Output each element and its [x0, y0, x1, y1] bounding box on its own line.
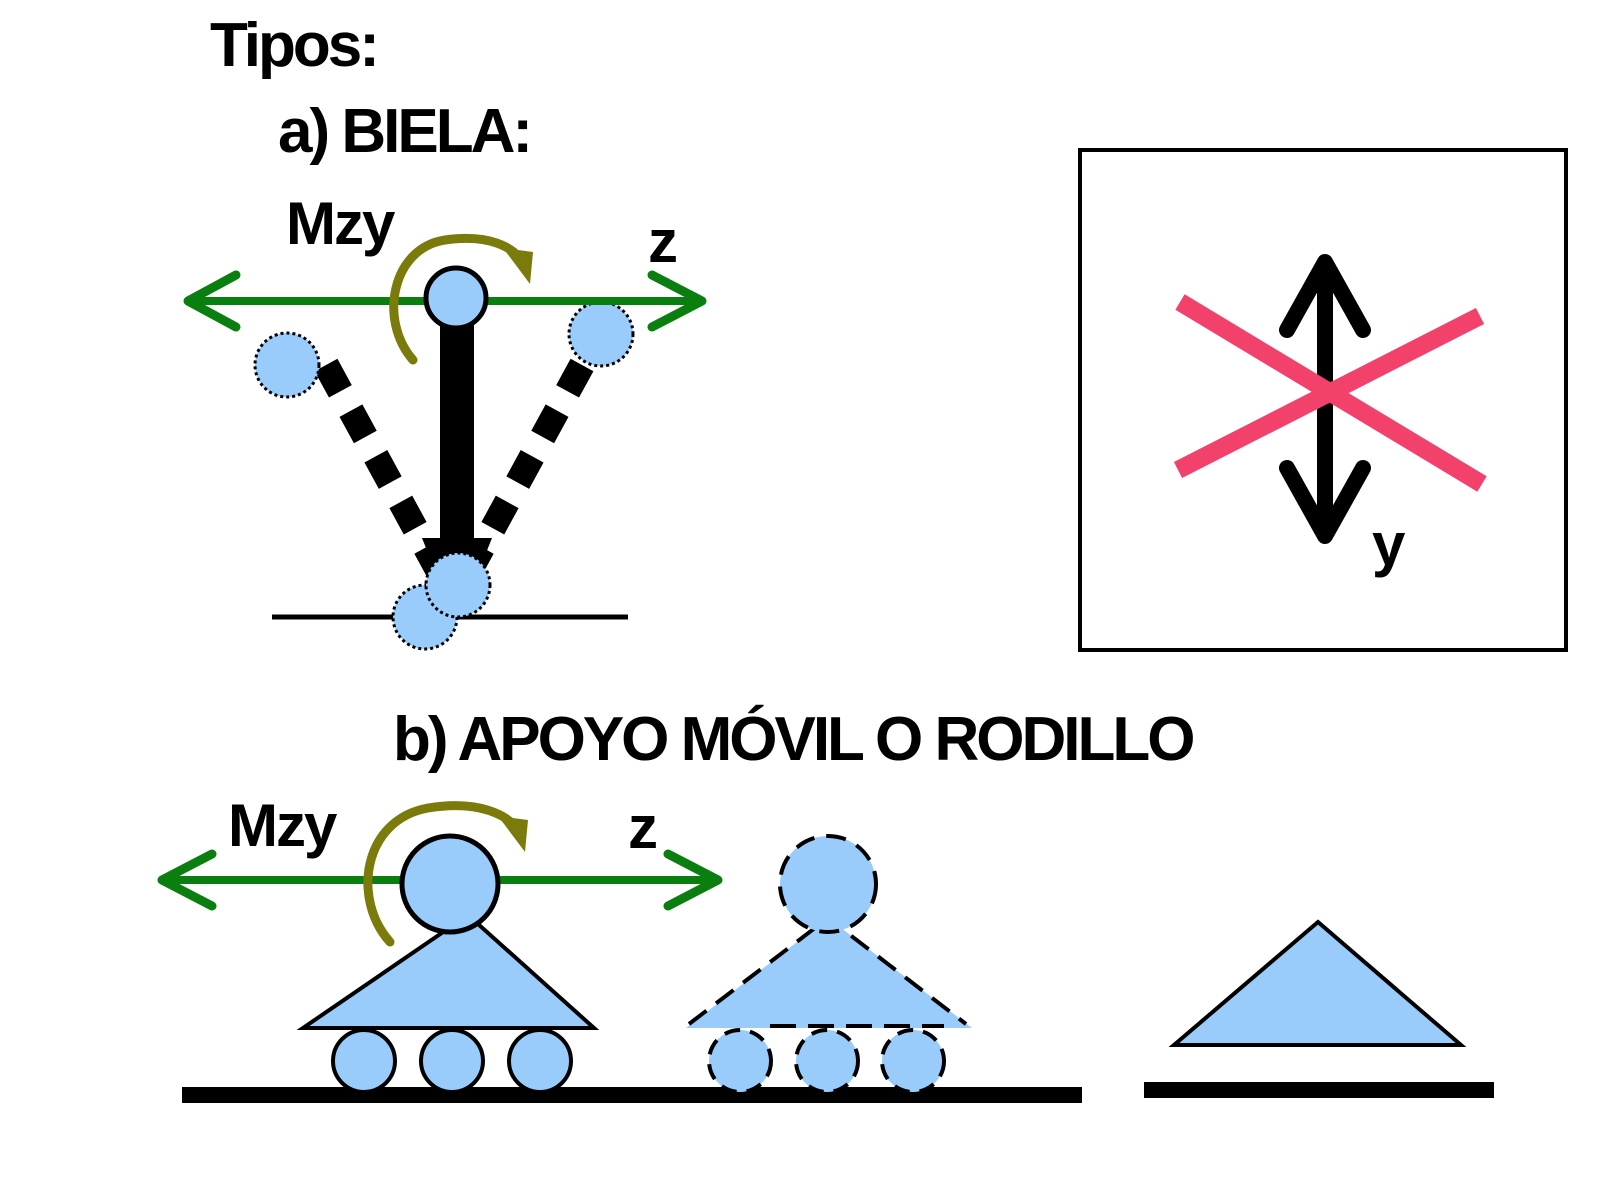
axis-label-z-a: z	[648, 208, 676, 275]
olive-curved-moment-arrow-icon	[389, 233, 533, 365]
roller-wheel	[507, 1028, 573, 1094]
support-pin	[399, 833, 501, 935]
roller-wheel	[419, 1028, 485, 1094]
biela-top-joint	[423, 265, 489, 331]
moment-label-b: Mzy	[228, 792, 338, 859]
moment-label-a: Mzy	[286, 190, 396, 257]
displaced-wheel	[794, 1028, 860, 1094]
symbol-triangle	[1168, 919, 1467, 1047]
axis-label-y: y	[1372, 511, 1406, 578]
displaced-triangle	[686, 918, 972, 1028]
displaced-wheel	[880, 1028, 946, 1094]
roller-support-figure: Mzy z	[157, 792, 1082, 1103]
section-b-title: b) APOYO MÓVIL O RODILLO	[393, 705, 1193, 774]
heading-tipos: Tipos:	[210, 11, 377, 80]
displaced-pin	[778, 834, 878, 934]
support-triangle	[296, 912, 600, 1030]
restriction-inset: y	[1078, 148, 1568, 652]
rotated-link-left	[314, 358, 450, 577]
axis-label-z-b: z	[628, 794, 656, 861]
biela-figure: Mzy z	[183, 190, 707, 651]
roller-wheel	[331, 1028, 397, 1094]
pink-cross-icon	[1173, 294, 1487, 492]
biela-link	[440, 320, 474, 548]
inset-frame	[1078, 148, 1568, 652]
ghost-joint-left	[253, 331, 321, 399]
section-a-title: a) BIELA:	[278, 97, 530, 166]
displaced-roller-figure	[686, 834, 972, 1094]
olive-curved-moment-arrow-icon	[363, 801, 528, 947]
roller-symbol	[1144, 919, 1494, 1098]
displaced-wheel	[707, 1028, 773, 1094]
rotated-link-right	[458, 358, 594, 577]
ghost-joint-bottom-upper	[424, 551, 492, 619]
ghost-joint-right	[567, 300, 635, 368]
